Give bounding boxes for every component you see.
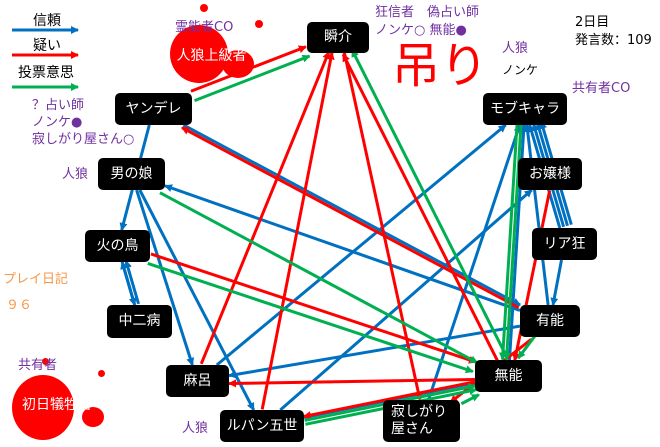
node-otoko[interactable]: 男の娘 bbox=[98, 158, 165, 190]
diary-number: ９６ bbox=[6, 298, 33, 313]
note-uranai-result2: 寂しがり屋さん○ bbox=[32, 132, 135, 147]
legend-vote-label: 投票意思 bbox=[18, 65, 74, 81]
arrow-trust-otoko-to-maro bbox=[135, 189, 195, 366]
arrow-vote-otoko-to-munou bbox=[159, 191, 479, 364]
arrow-doubt-maro-to-shunsuke bbox=[199, 50, 331, 365]
note-kyouyuu-co: 共有者CO bbox=[572, 81, 631, 96]
legend-trust-label: 信頼 bbox=[33, 13, 61, 29]
note-uranai: ？占い師 bbox=[32, 98, 85, 113]
hang-target: ノンケ bbox=[502, 63, 539, 77]
node-yandere[interactable]: ヤンデレ bbox=[115, 93, 192, 125]
note-kyoshin: 狂信者 偽占い師 bbox=[375, 5, 480, 20]
arrow-trust-lupin-to-ojou bbox=[279, 188, 533, 412]
day-label: 2日目 bbox=[575, 15, 610, 30]
node-shunsuke[interactable]: 瞬介 bbox=[307, 22, 369, 53]
diary-label: プレイ日記 bbox=[3, 272, 69, 287]
node-yuunou[interactable]: 有能 bbox=[520, 305, 580, 337]
node-riajou[interactable]: リア狂 bbox=[532, 228, 597, 260]
node-lupin[interactable]: ルパン五世 bbox=[220, 410, 304, 442]
note-jinrou-lupin: 人狼 bbox=[182, 421, 209, 436]
hang-label: 吊り bbox=[392, 38, 489, 94]
arrow-vote-mob-to-munou bbox=[498, 124, 519, 361]
arrow-vote-yandere-to-shunsuke bbox=[193, 54, 311, 103]
node-shonichi[interactable]: 初日犠牲者 bbox=[22, 396, 92, 413]
note-uranai-result1: ノンケ● bbox=[32, 115, 83, 130]
note-reinou: 霊能者CO bbox=[175, 20, 234, 35]
arrow-vote-sabishi-to-munou bbox=[460, 393, 480, 406]
arrow-trust-maro-to-mob bbox=[215, 123, 507, 367]
arrow-trust-chuni-to-hinotori bbox=[120, 261, 137, 306]
arrow-trust-riajou-to-yuunou bbox=[550, 259, 563, 306]
node-mob[interactable]: モブキャラ bbox=[483, 93, 567, 125]
node-hinotori[interactable]: 火の鳥 bbox=[85, 230, 150, 262]
note-jinrou-otoko: 人狼 bbox=[62, 167, 89, 182]
arrow-vote-hinotori-to-munou bbox=[147, 262, 474, 374]
arrow-doubt-yuunou-to-yandere bbox=[181, 126, 520, 309]
arrow-doubt-munou-to-maro bbox=[228, 378, 476, 388]
node-chuni[interactable]: 中二病 bbox=[107, 305, 172, 338]
legend-doubt-label: 疑い bbox=[33, 38, 61, 54]
arrow-doubt-shunsuke-to-sabishi bbox=[342, 52, 423, 401]
post-count: 発言数：109 bbox=[575, 33, 652, 48]
arrow-vote-munou-to-shunsuke bbox=[350, 48, 509, 358]
arrow-vote-yuunou-to-munou bbox=[516, 334, 537, 360]
node-maro[interactable]: 麻呂 bbox=[166, 365, 229, 397]
arrow-trust-yuunou-to-maro bbox=[228, 324, 521, 379]
node-ojou[interactable]: お嬢様 bbox=[518, 158, 582, 190]
arrow-trust-yuunou-to-mob bbox=[523, 124, 550, 306]
note-jinrou-top: 人狼 bbox=[502, 41, 529, 56]
node-sabishi[interactable]: 寂しがり 屋さん bbox=[383, 400, 460, 442]
node-munou[interactable]: 無能 bbox=[475, 360, 542, 392]
arrow-doubt-munou-to-lupin bbox=[302, 380, 476, 420]
note-kyouyuu: 共有者 bbox=[18, 358, 58, 373]
arrow-doubt-lupin-to-shunsuke bbox=[260, 51, 335, 410]
arrow-trust-sabishi-to-mob bbox=[427, 124, 522, 401]
node-joukyu[interactable]: 人狼上級者 bbox=[176, 47, 247, 64]
arrow-trust-chuni-to-hinotori bbox=[124, 259, 140, 305]
note-kyoshin-result: ノンケ○ 無能● bbox=[375, 23, 467, 38]
arrow-doubt-munou-to-shunsuke bbox=[341, 53, 500, 363]
arrow-doubt-hinotori-to-munou bbox=[150, 252, 477, 364]
